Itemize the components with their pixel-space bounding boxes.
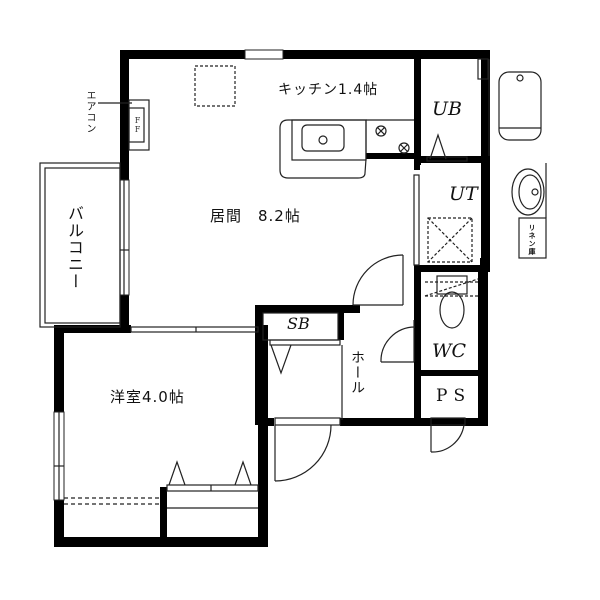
kitchen-label: キッチン1.4帖 xyxy=(278,82,379,98)
utility-label: UT xyxy=(449,183,478,205)
pipe-space-label: PS xyxy=(436,386,472,406)
living-room-label: 居間 8.2帖 xyxy=(210,207,301,225)
ff-heater-label: FF xyxy=(133,116,142,134)
shoe-box-label: SB xyxy=(287,314,310,333)
fixtures-lines xyxy=(39,58,547,509)
aircon-label: エアコン xyxy=(84,90,95,134)
unit-bath-label: UB xyxy=(432,98,462,120)
western-room-label: 洋室4.0帖 xyxy=(110,388,185,406)
toilet-label: WC xyxy=(432,340,467,362)
stove-burners xyxy=(375,125,410,154)
balcony-label: バルコニー xyxy=(65,205,84,290)
linen-storage-label: リネン庫 xyxy=(528,224,536,256)
hall-label: ホール xyxy=(349,350,365,395)
